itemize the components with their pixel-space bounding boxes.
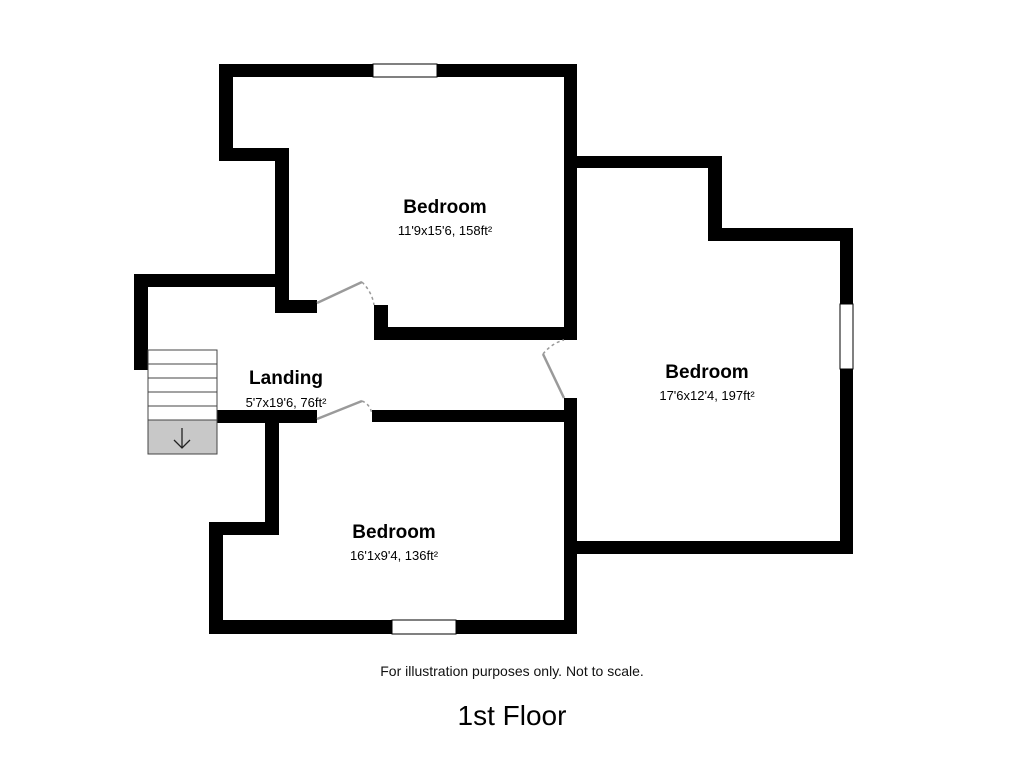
wall: [372, 410, 577, 422]
door-swing: [361, 400, 373, 415]
floor-title: 1st Floor: [457, 700, 567, 731]
wall: [219, 64, 233, 160]
window-right-bedroom: [839, 303, 854, 370]
room-dims-right-bedroom: 17'6x12'4, 197ft²: [659, 388, 755, 403]
wall: [209, 522, 279, 535]
room-name-top-bedroom: Bedroom: [403, 197, 487, 218]
wall: [219, 148, 288, 161]
wall: [840, 228, 853, 554]
stairs-steps: [147, 349, 218, 423]
door-swing: [542, 339, 565, 355]
room-dims-top-bedroom: 11'9x15'6, 158ft²: [397, 223, 493, 238]
room-dims-landing: 5'7x19'6, 76ft²: [245, 395, 327, 410]
window-bottom-bedroom: [391, 619, 457, 635]
door-swing: [361, 281, 375, 306]
door-bottom-bedroom: [316, 399, 363, 421]
wall: [564, 64, 577, 340]
room-dims-bottom-bedroom: 16'1x9'4, 136ft²: [349, 548, 439, 563]
door-top-bedroom: [316, 280, 363, 305]
room-name-bottom-bedroom: Bedroom: [352, 522, 436, 543]
wall: [209, 522, 223, 634]
wall: [275, 148, 289, 313]
doors: [316, 280, 566, 421]
wall: [265, 410, 279, 535]
wall: [275, 300, 317, 313]
wall: [374, 327, 577, 340]
wall: [708, 228, 853, 241]
window-top-bedroom: [372, 63, 438, 78]
wall: [577, 156, 722, 168]
room-name-landing: Landing: [249, 368, 323, 389]
wall: [564, 410, 577, 634]
walls: [134, 64, 853, 634]
wall: [564, 541, 853, 554]
wall: [374, 305, 388, 340]
room-name-right-bedroom: Bedroom: [665, 362, 749, 383]
windows: [372, 63, 854, 635]
arrow-down-icon: [173, 428, 191, 449]
wall: [134, 274, 289, 287]
wall: [708, 156, 722, 241]
disclaimer-text: For illustration purposes only. Not to s…: [380, 663, 644, 679]
staircase: [147, 349, 218, 455]
door-right-bedroom: [541, 353, 566, 399]
wall: [134, 274, 148, 370]
